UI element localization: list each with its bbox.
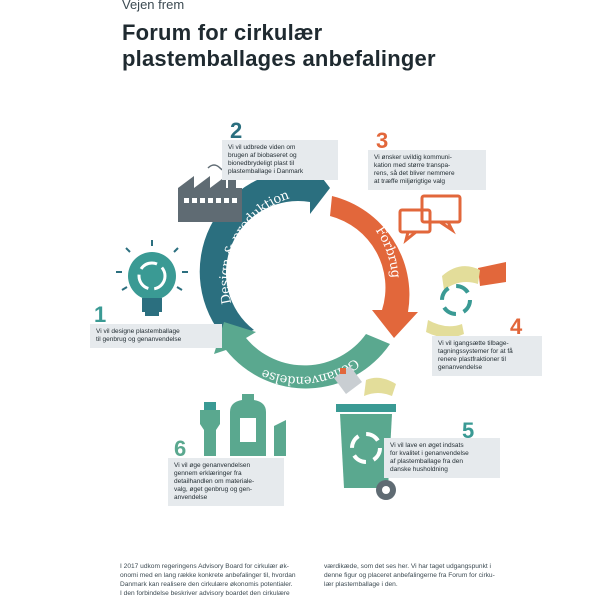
body-text-column-2: værdikæde, som det ses her. Vi har taget… [324,562,524,589]
recommendation-box-1: Vi vil designe plastemballage til genbru… [90,324,222,348]
hands-recycle-icon [426,262,506,338]
box-5-line: af plastemballage fra den [390,458,463,465]
arc-genanvendelse: Genanvendelse [214,322,390,389]
body-line: denne figur og placeret anbefalingerne f… [324,572,495,579]
box-1-line: Vi vil designe plastemballage [96,328,180,335]
box-6-line: anvendelse [174,494,208,501]
box-5-line: Vi vil lave en øget indsats [390,442,464,449]
bottles-icon [200,394,286,456]
box-5-line: danske husholdning [390,466,448,473]
number-5: 5 [462,418,475,443]
body-line: værdikæde, som det ses her. Vi har taget… [324,563,492,570]
box-1-line: til genbrug og genanvendelse [96,336,182,343]
number-3: 3 [376,128,389,153]
arc-forbrug: Forbrug [330,196,418,338]
body-text-column-1: I 2017 udkom regeringens Advisory Board … [120,562,320,598]
box-3-line: at træffe miljørigtige valg [374,178,446,185]
box-3-line: kation med større transpa- [374,162,451,169]
recommendation-box-2: Vi vil udbrede viden om brugen af biobas… [222,140,338,180]
box-6-line: gennem erklæringer fra [174,470,242,477]
box-4-line: genanvendelse [438,364,483,371]
box-4-line: renere plastfraktioner til [438,356,506,363]
recommendation-box-3: Vi ønsker uvildig kommuni- kation med st… [368,150,486,190]
box-2-line: bionedbrydeligt plast til [228,160,295,167]
title-line-1: Forum for cirkulær [122,20,323,45]
lightbulb-recycle-icon [116,240,188,316]
body-line: Danmark kan realisere den cirkulære økon… [120,581,293,588]
box-6-line: valg, øget genbrug og gen- [174,486,253,493]
speech-bubbles-icon [398,194,462,244]
box-2-line: Vi vil udbrede viden om [228,144,296,151]
box-6-line: Vi vil øge genanvendelsen [174,462,251,469]
number-6: 6 [174,436,187,461]
number-1: 1 [94,302,107,327]
body-line: lær plastemballage i den. [324,581,398,588]
recommendation-box-4: Vi vil igangsætte tilbage- tagningssyste… [432,336,542,376]
page-title: Forum for cirkulær plastemballages anbef… [122,20,436,72]
body-line: onomi med en lang række konkrete anbefal… [120,572,296,579]
box-2-line: brugen af biobaseret og [228,152,297,159]
box-4-line: tagningssystemer for at få [438,348,513,355]
body-line: I 2017 udkom regeringens Advisory Board … [120,563,289,570]
box-5-line: for kvalitet i genanvendelse [390,450,469,457]
box-3-line: Vi ønsker uvildig kommuni- [374,154,452,161]
recommendation-box-6: Vi vil øge genanvendelsen gennem erklæri… [168,458,284,506]
box-2-line: plastemballage i Danmark [228,168,304,175]
body-line: I den forbindelse beskriver advisory boa… [120,590,290,597]
recycling-bin-icon [336,404,396,500]
kicker: Vejen frem [122,0,185,12]
number-4: 4 [510,314,523,339]
title-line-2: plastemballages anbefalinger [122,46,436,71]
box-3-line: rens, så det bliver nemmere [374,170,455,177]
bottle-hand-icon [334,366,396,396]
number-2: 2 [230,118,243,143]
recommendation-box-5: Vi vil lave en øget indsats for kvalitet… [384,438,500,478]
box-6-line: detailhandlen om materiale- [174,478,255,485]
box-4-line: Vi vil igangsætte tilbage- [438,340,509,347]
